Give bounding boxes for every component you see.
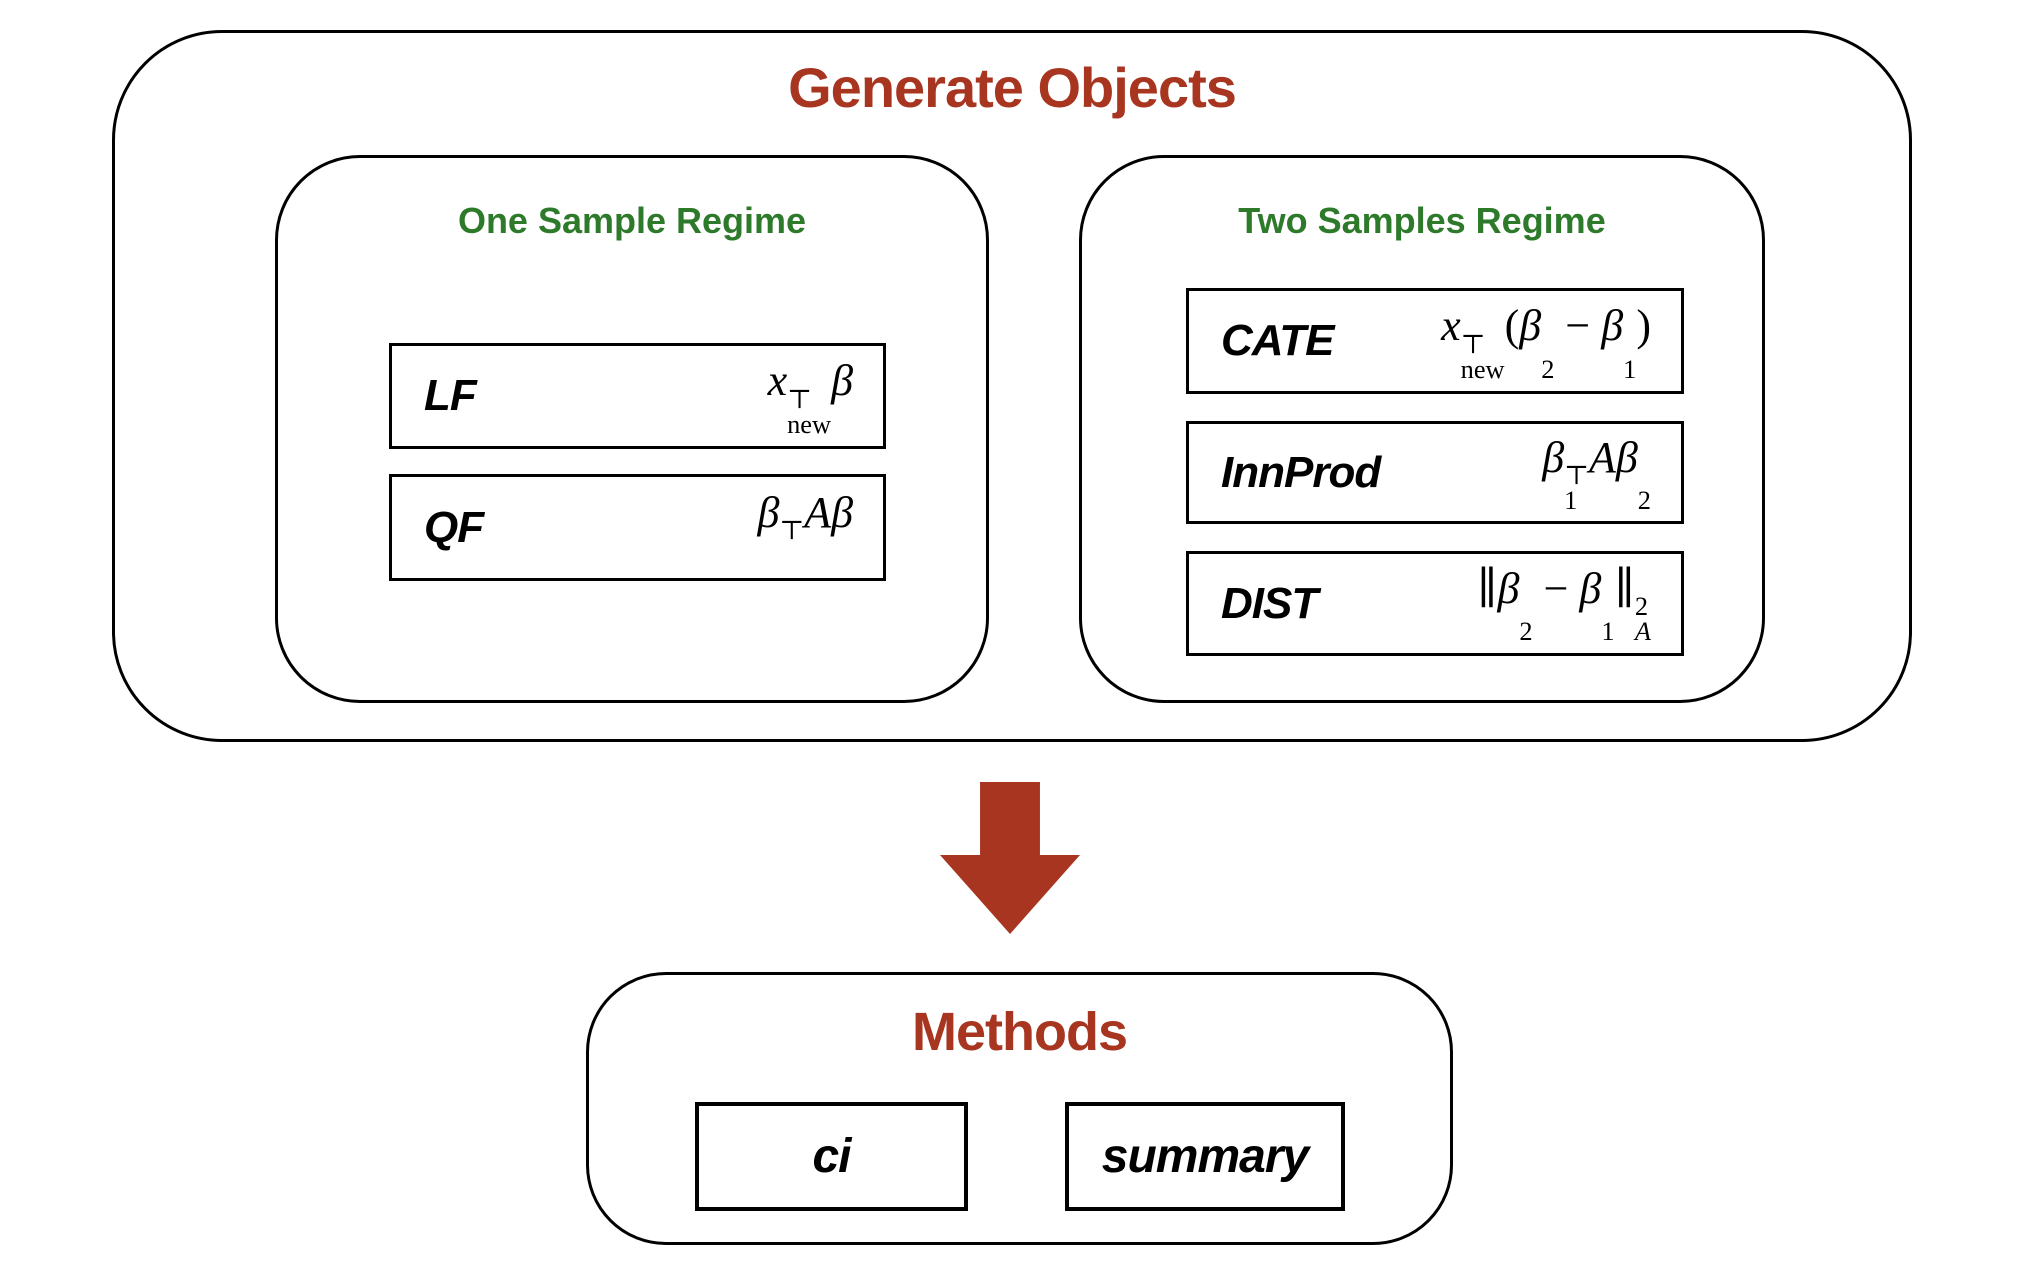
down-arrow-icon [940, 782, 1080, 934]
summary-box: summary [1065, 1102, 1345, 1211]
qf-box: QF β⊤​Aβ [389, 474, 886, 581]
innprod-label: InnProd [1221, 447, 1381, 497]
cate-formula: x⊤new(β​2 − β​1) [1441, 301, 1651, 384]
dist-formula: ∥β​2 − β​1∥2A [1477, 563, 1651, 647]
two-samples-regime-panel: Two Samples Regime CATE x⊤new(β​2 − β​1)… [1079, 155, 1765, 703]
one-sample-regime-title: One Sample Regime [457, 200, 807, 241]
ci-box: ci [695, 1102, 968, 1211]
generate-objects-title: Generate Objects [788, 56, 1237, 119]
cate-label: CATE [1221, 316, 1335, 365]
ci-label: ci [812, 1130, 851, 1183]
generate-objects-panel: Generate Objects One Sample Regime LF x⊤… [112, 30, 1912, 742]
lf-label: LF [424, 371, 477, 420]
methods-panel: Methods ci summary [586, 972, 1453, 1245]
qf-formula: β⊤​Aβ [757, 487, 853, 546]
cate-box: CATE x⊤new(β​2 − β​1) [1186, 288, 1684, 394]
dist-label: DIST [1221, 578, 1318, 628]
two-samples-regime-title: Two Samples Regime [1238, 200, 1606, 241]
innprod-box: InnProd β⊤1Aβ​2 [1186, 421, 1684, 524]
qf-label: QF [424, 502, 484, 552]
dist-box: DIST ∥β​2 − β​1∥2A [1186, 551, 1684, 656]
methods-title: Methods [912, 1002, 1128, 1062]
summary-label: summary [1101, 1130, 1309, 1183]
innprod-formula: β⊤1Aβ​2 [1542, 432, 1651, 516]
